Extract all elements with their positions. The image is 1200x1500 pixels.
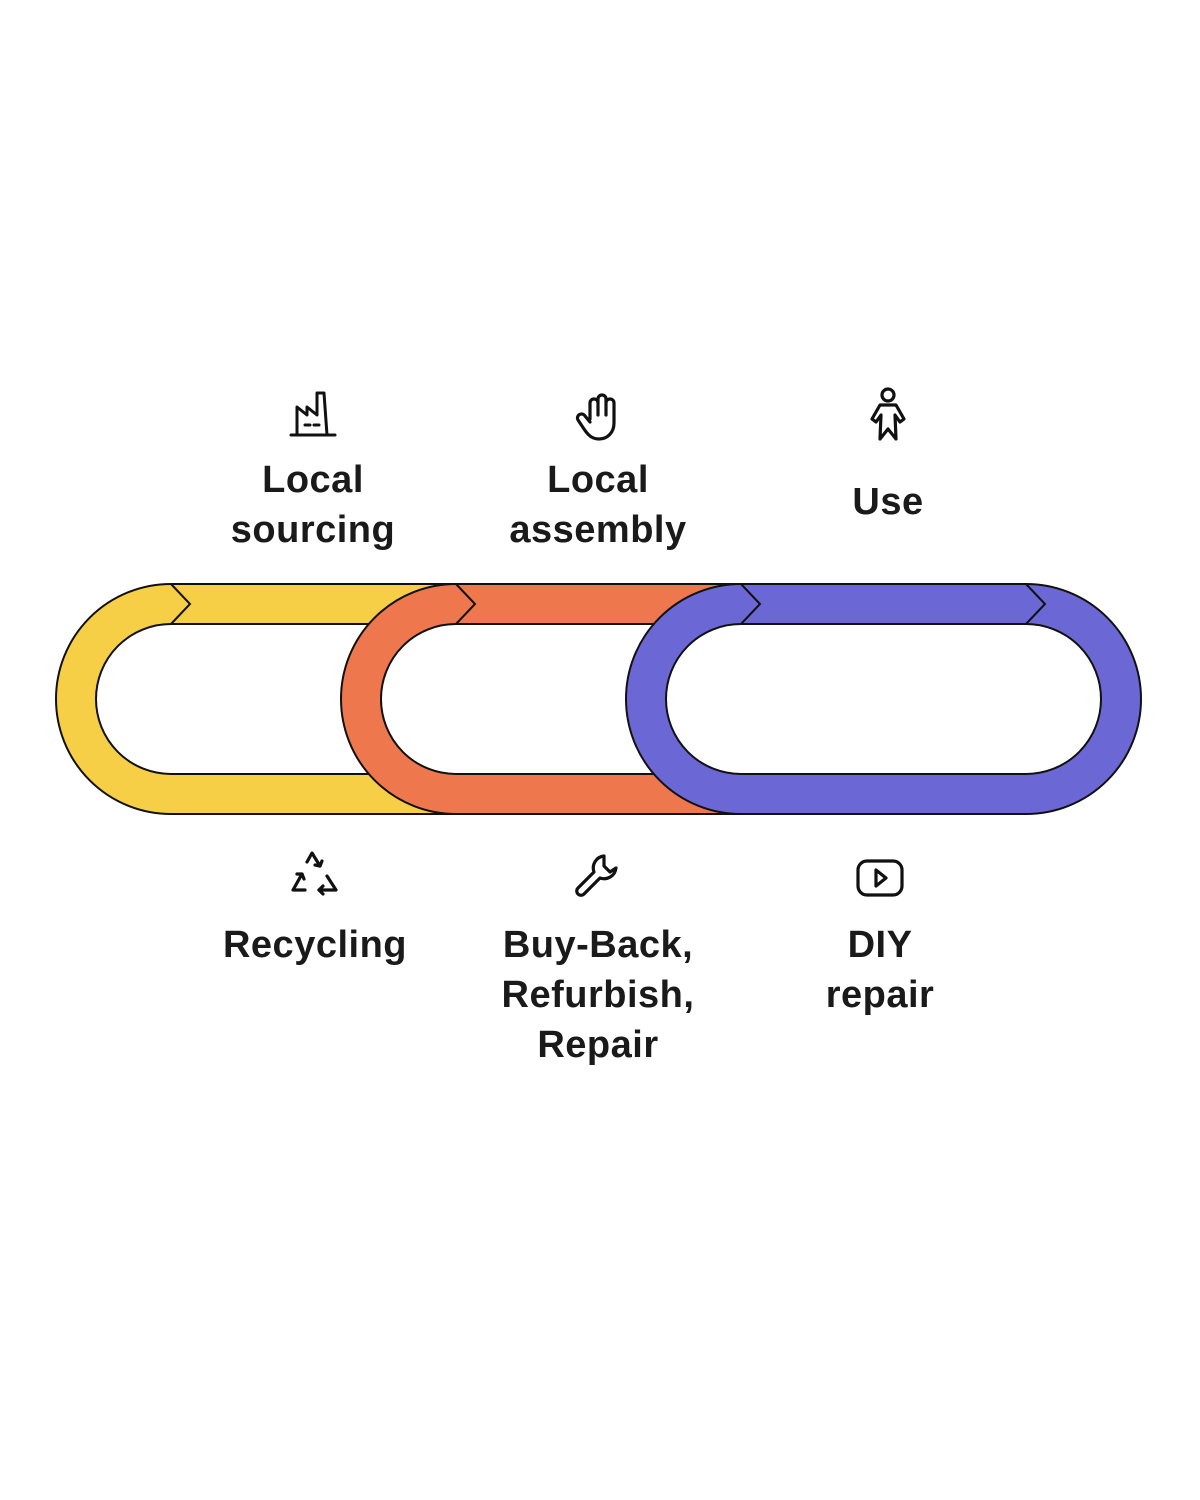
- hand-icon: [575, 393, 616, 441]
- chevron-arrow-icon: [740, 583, 762, 625]
- chevron-arrow-icon: [170, 583, 192, 625]
- step-label: Use: [852, 481, 924, 523]
- step-label: DIY repair: [825, 924, 935, 1016]
- step-label: Buy-Back, Refurbish, Repair: [501, 924, 695, 1066]
- step-local-sourcing: Local sourcing: [183, 385, 443, 555]
- person-icon: [870, 387, 906, 441]
- step-use: Use: [758, 385, 1018, 527]
- play-video-icon: [856, 859, 904, 897]
- recycle-icon: [291, 851, 338, 896]
- step-local-assembly: Local assembly: [468, 385, 728, 555]
- factory-icon: [289, 391, 337, 437]
- step-buyback-refurbish-repair: Buy-Back, Refurbish, Repair: [468, 848, 728, 1070]
- loops-layer: [55, 583, 1142, 815]
- step-diy-repair: DIY repair: [750, 848, 1010, 1020]
- chevron-arrow-icon: [1025, 583, 1047, 625]
- step-label: Recycling: [222, 924, 408, 966]
- chevron-arrow-icon: [455, 583, 477, 625]
- use-diy-repair-loop: [625, 583, 1142, 815]
- step-label: Local assembly: [509, 459, 687, 551]
- step-label: Local sourcing: [230, 459, 396, 551]
- wrench-icon: [575, 854, 618, 897]
- step-recycling: Recycling: [185, 848, 445, 970]
